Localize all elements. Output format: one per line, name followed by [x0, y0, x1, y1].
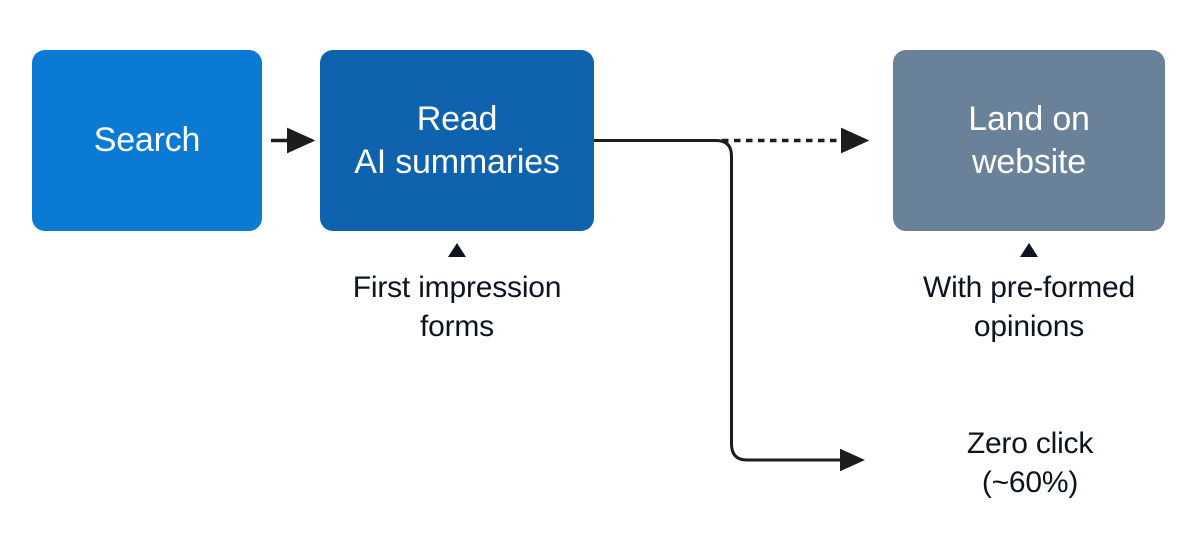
triangle-up-icon-pre-formed-opinions — [1020, 243, 1038, 257]
node-search[interactable]: Search — [32, 50, 262, 231]
node-land-on-website-label: Land on website — [968, 99, 1090, 181]
annotation-zero-click: Zero click (~60%) — [966, 427, 1094, 499]
node-search-label: Search — [93, 121, 201, 160]
annotation-pre-formed-opinions: With pre-formed opinions — [922, 271, 1136, 343]
node-read-ai-summaries[interactable]: Read AI summaries — [320, 50, 594, 231]
triangle-up-icon-first-impression — [448, 243, 466, 257]
annotation-first-impression: First impression forms — [352, 271, 562, 343]
node-read-ai-summaries-label: Read AI summaries — [354, 99, 560, 181]
node-land-on-website[interactable]: Land on website — [893, 50, 1165, 231]
connector-zero-click-branch — [594, 139, 865, 472]
